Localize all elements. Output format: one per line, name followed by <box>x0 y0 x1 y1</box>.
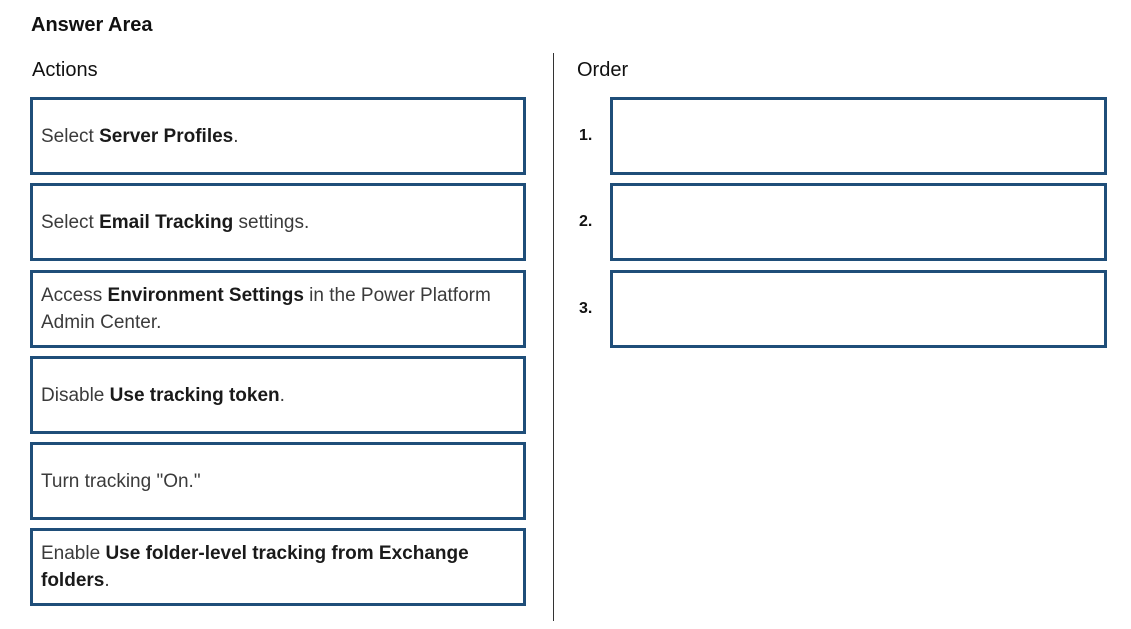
order-slot-3[interactable] <box>610 270 1107 348</box>
action-item-text: Enable Use folder-level tracking from Ex… <box>41 543 469 591</box>
action-item-text: Turn tracking "On." <box>41 470 201 492</box>
order-slot-1[interactable] <box>610 97 1107 175</box>
order-column-header: Order <box>577 59 629 81</box>
order-number-2: 2. <box>579 213 593 230</box>
column-divider <box>553 53 554 621</box>
order-slot-2[interactable] <box>610 183 1107 261</box>
actions-column-header: Actions <box>32 59 98 81</box>
action-item-disable-tracking-token[interactable]: Disable Use tracking token. <box>30 356 526 434</box>
action-item-text: Disable Use tracking token. <box>41 384 285 406</box>
action-item-text: Select Email Tracking settings. <box>41 211 310 233</box>
action-item-select-server-profiles[interactable]: Select Server Profiles. <box>30 97 526 175</box>
action-item-access-environment-settings[interactable]: Access Environment Settings in the Power… <box>30 270 526 348</box>
action-item-enable-folder-level-tracking[interactable]: Enable Use folder-level tracking from Ex… <box>30 528 526 606</box>
order-number-3: 3. <box>579 300 593 317</box>
order-number-1: 1. <box>579 127 593 144</box>
action-item-text: Access Environment Settings in the Power… <box>41 285 491 333</box>
action-item-text: Select Server Profiles. <box>41 125 239 147</box>
action-item-turn-tracking-on[interactable]: Turn tracking "On." <box>30 442 526 520</box>
answer-area-title: Answer Area <box>31 14 153 36</box>
action-item-select-email-tracking[interactable]: Select Email Tracking settings. <box>30 183 526 261</box>
